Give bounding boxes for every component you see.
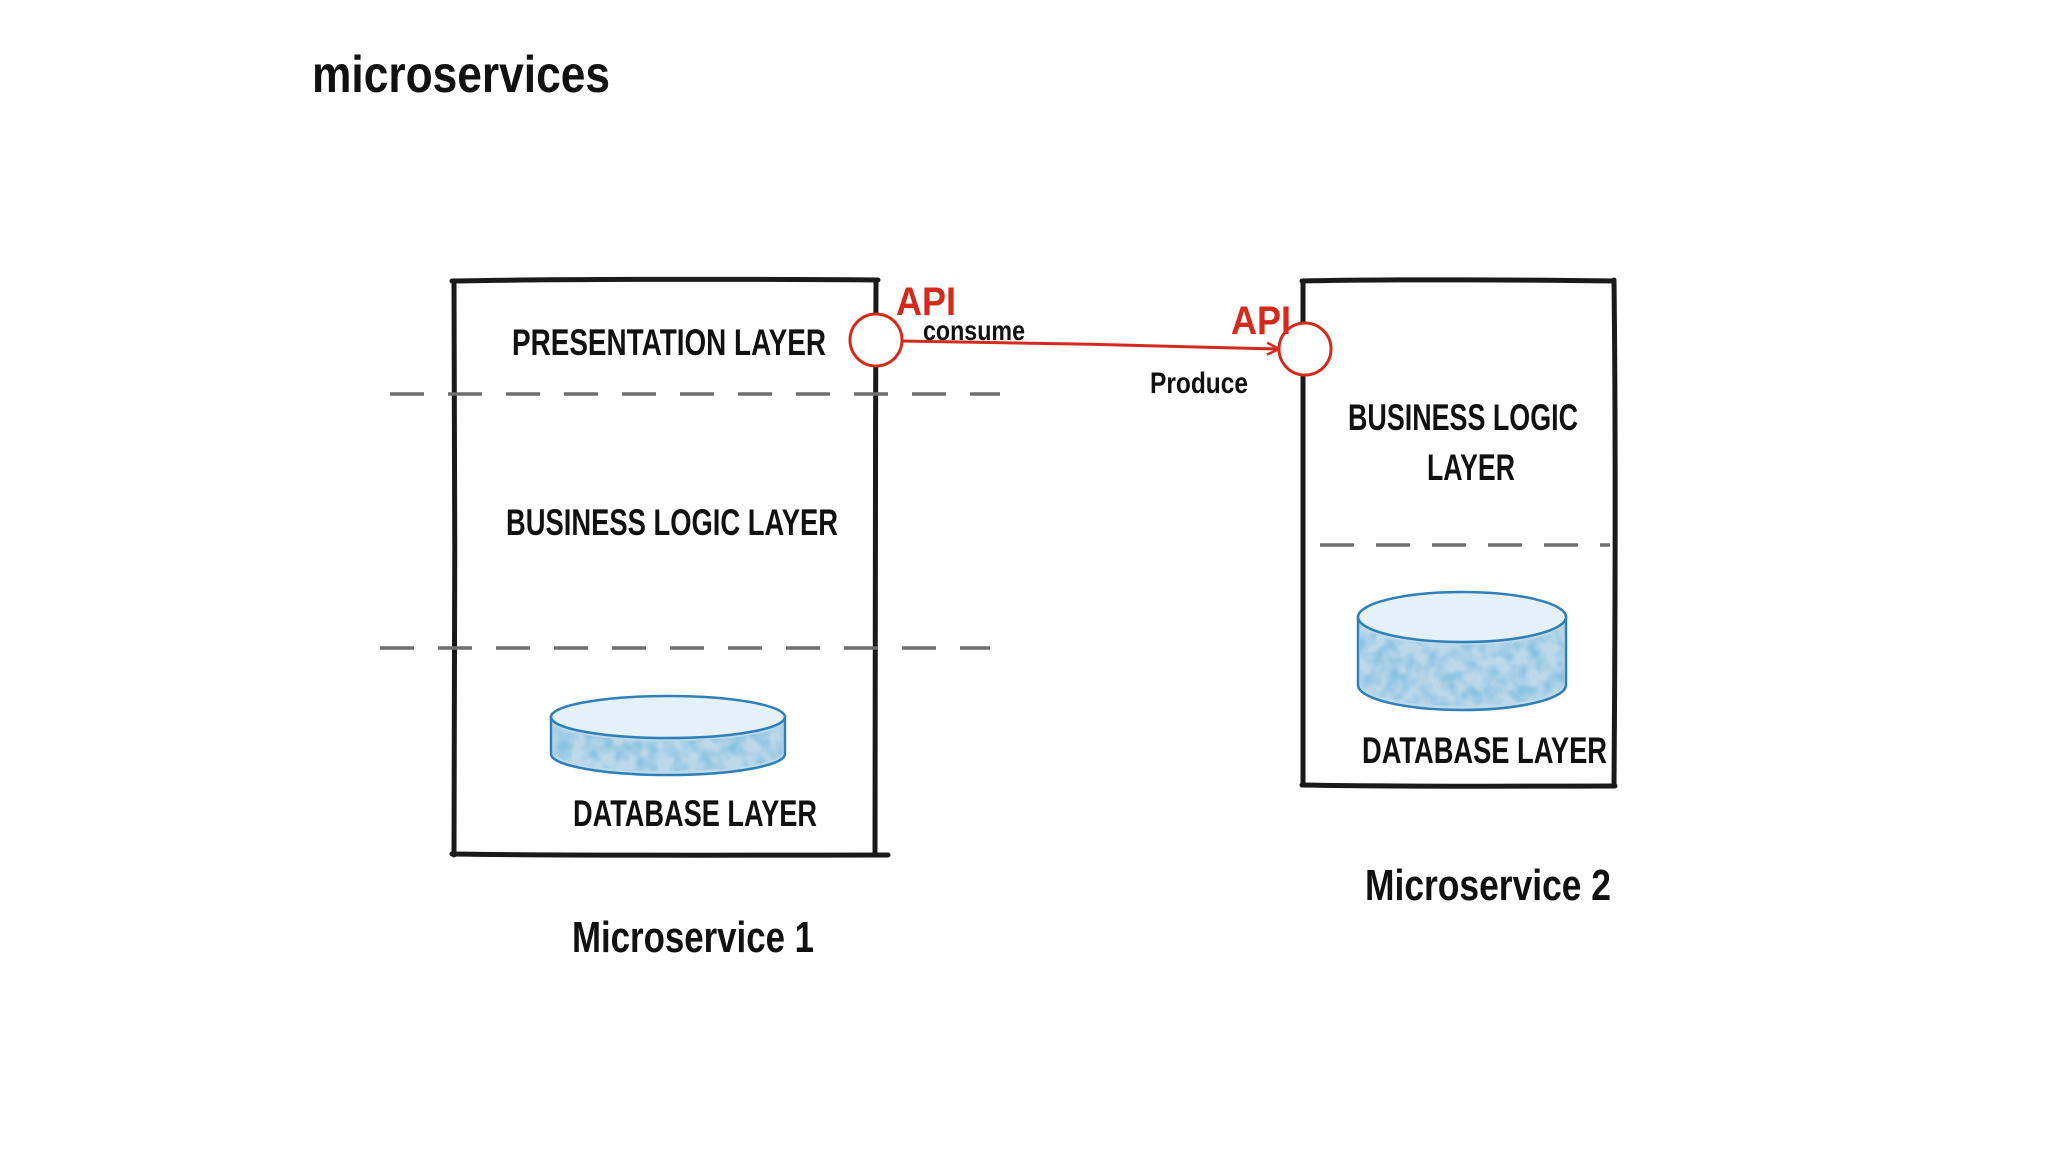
api-endpoint-icon [848, 312, 904, 368]
microservice-2-label: Microservice 2 [1365, 861, 1611, 910]
database-layer-label: DATABASE LAYER [573, 793, 817, 834]
database-icon [1356, 590, 1568, 712]
produce-label: Produce [1150, 367, 1248, 400]
business-logic-layer-label: BUSINESS LOGIC LAYER [506, 502, 838, 543]
database-layer-label: DATABASE LAYER [1362, 730, 1607, 771]
page-title: microservices [312, 46, 610, 104]
business-logic-label-line1: BUSINESS LOGIC [1348, 397, 1578, 438]
microservice-1-label: Microservice 1 [572, 913, 814, 962]
api-call-arrow [901, 339, 1278, 349]
database-icon [549, 694, 787, 777]
microservice-1: PRESENTATION LAYER BUSINESS LOGIC LAYER … [380, 276, 1025, 962]
presentation-layer-label: PRESENTATION LAYER [512, 322, 826, 363]
api-label: API [1231, 299, 1291, 343]
api-endpoint-icon [1277, 321, 1333, 377]
business-logic-label-line2: LAYER [1427, 447, 1515, 488]
microservice-2: BUSINESS LOGIC LAYER DATABASE LAYER API … [1150, 277, 1618, 910]
api-label: API [896, 280, 956, 324]
